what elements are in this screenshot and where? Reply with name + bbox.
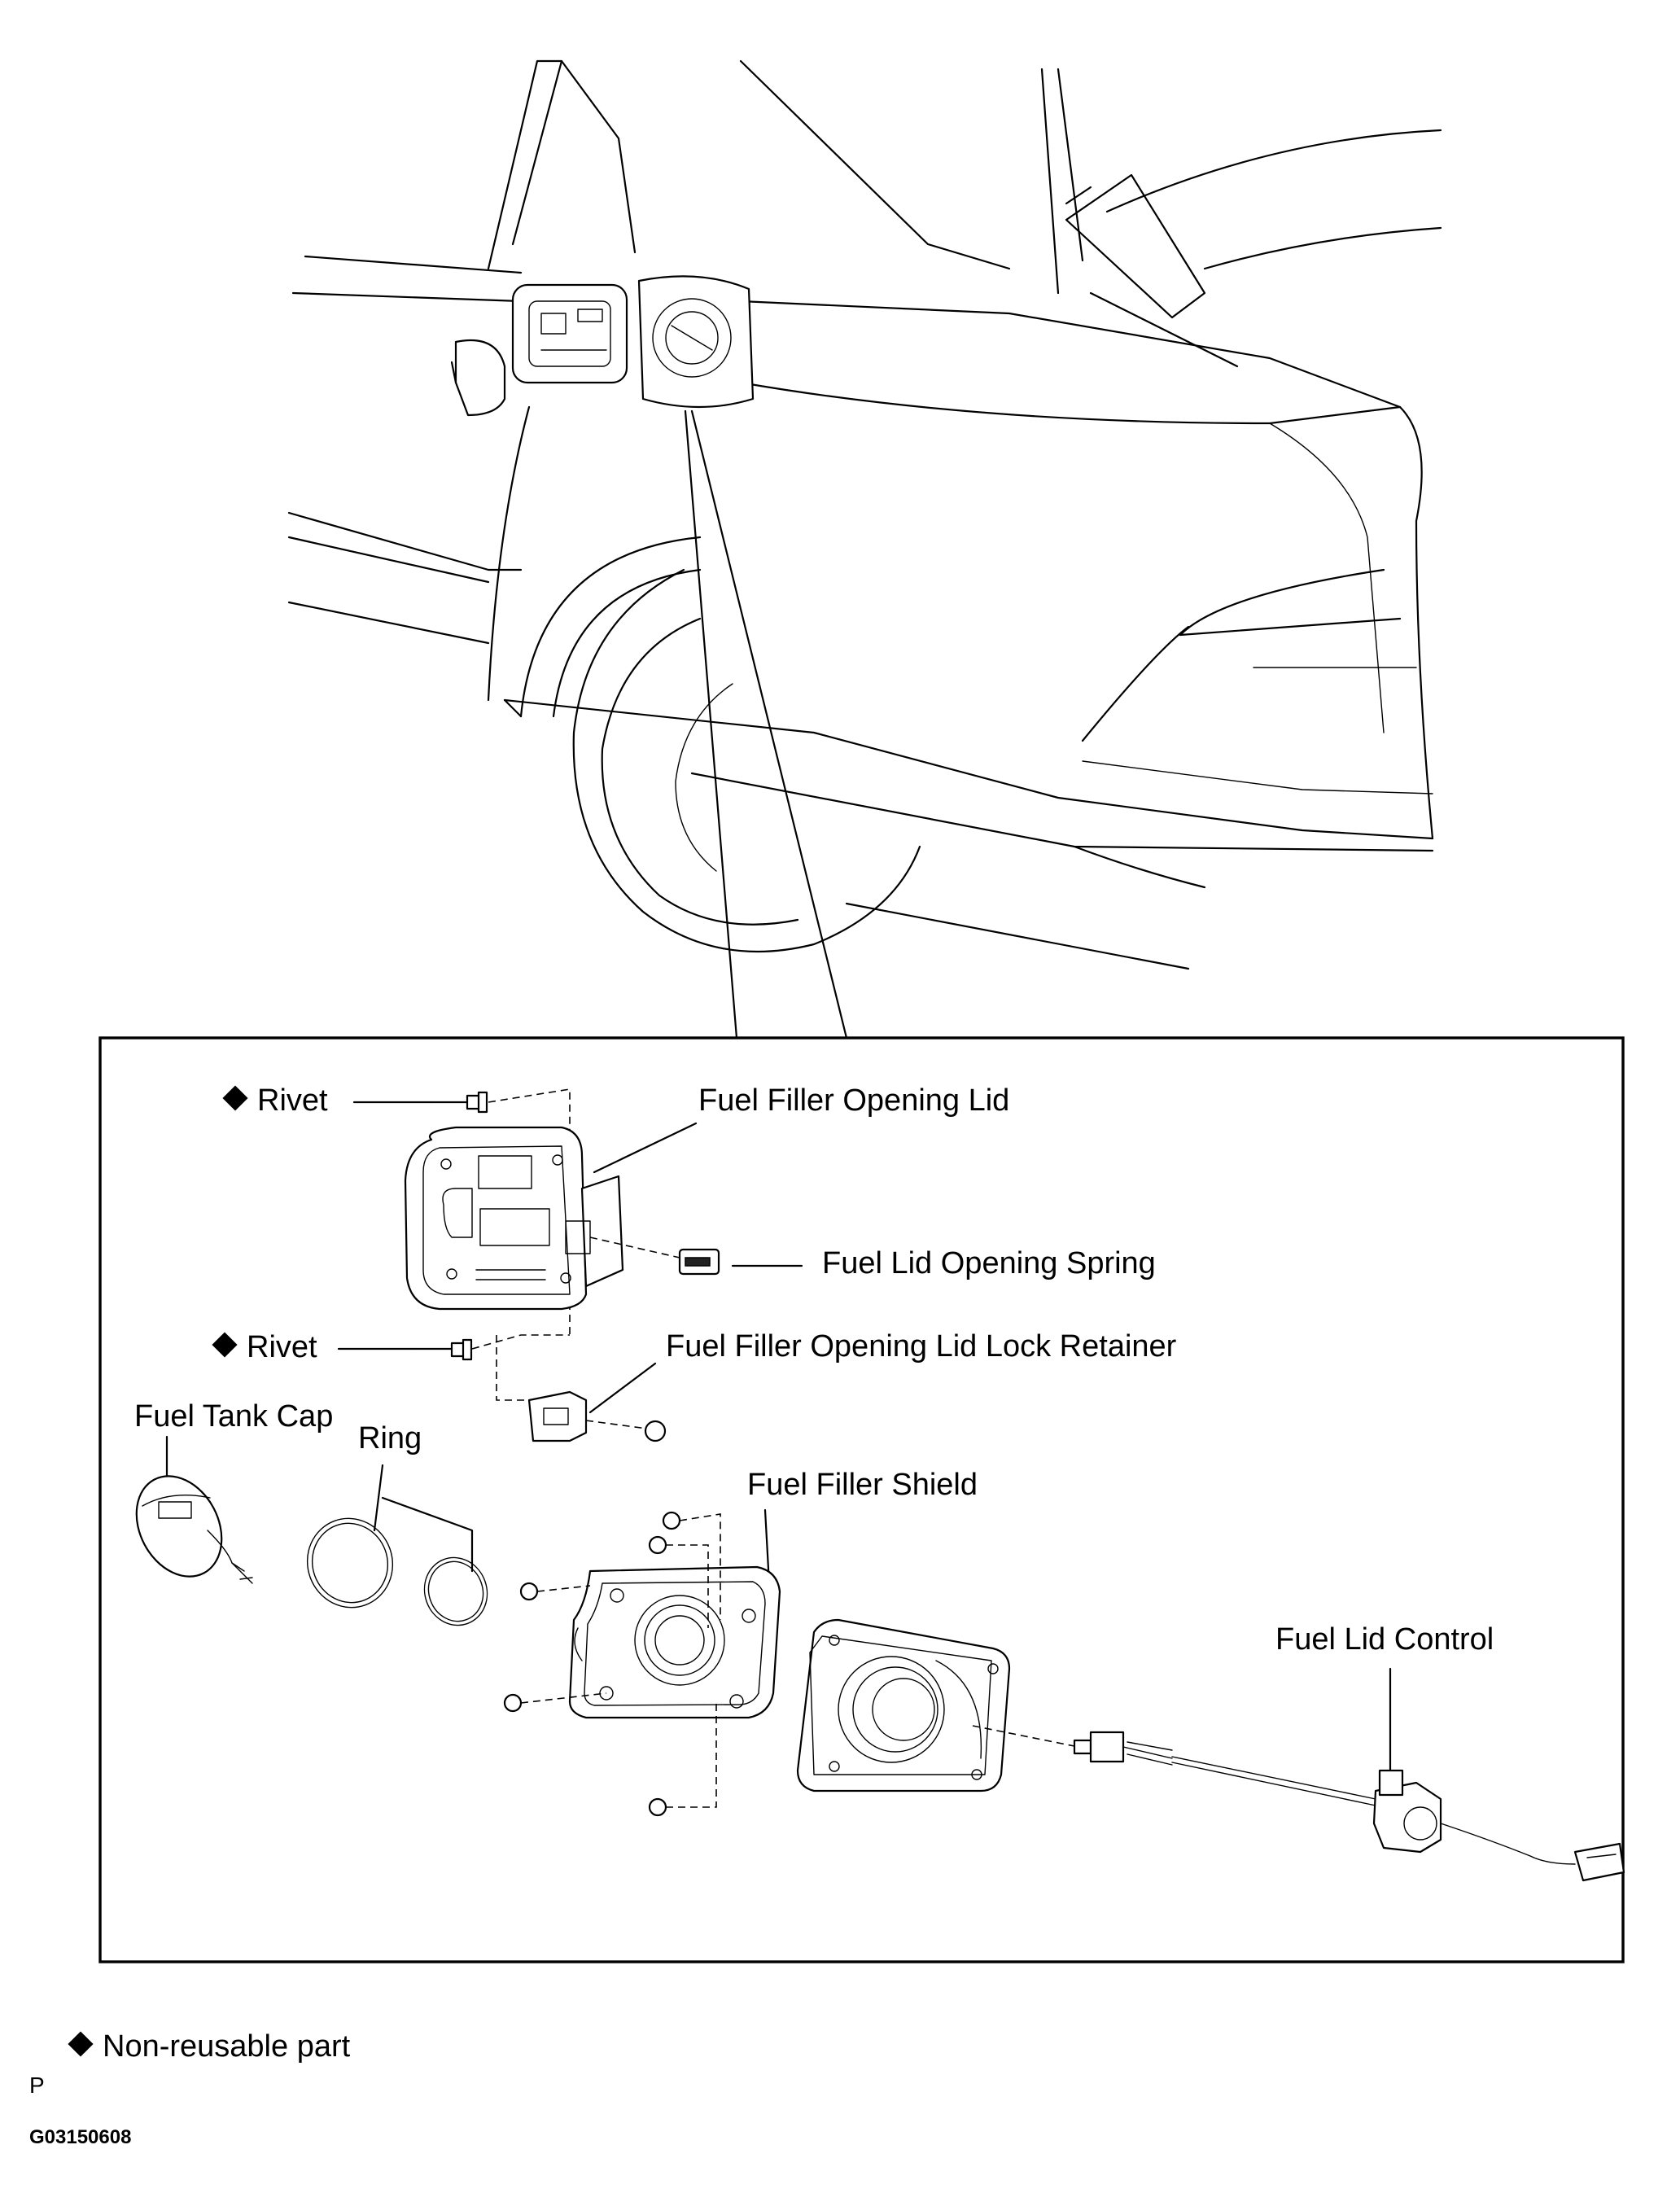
- rivet-bottom-text: Rivet: [247, 1330, 317, 1364]
- fuel-tank-cap-part: [135, 1475, 253, 1584]
- leader-lines: [165, 1101, 1392, 1772]
- fuel-lid-control-part: [1073, 1731, 1625, 1882]
- fuel-filler-opening-lid-lock-retainer-label: Fuel Filler Opening Lid Lock Retainer: [666, 1329, 1177, 1364]
- fuel-lid-opening-spring-part: [589, 1237, 720, 1276]
- fuel-filler-opening-lid-lock-retainer-part: [527, 1390, 667, 1442]
- diamond-icon: [212, 1332, 238, 1358]
- fuel-filler-shield-part: [568, 1565, 781, 1719]
- fuel-lid-control-label: Fuel Lid Control: [1275, 1622, 1494, 1657]
- detail-frame: [98, 1036, 1625, 1963]
- fuel-filler-shield-label: Fuel Filler Shield: [747, 1468, 978, 1502]
- rivet-bottom-label: Rivet: [212, 1329, 317, 1365]
- shield-screws: [503, 1511, 721, 1817]
- fuel-filler-opening-lid-label: Fuel Filler Opening Lid: [698, 1083, 1010, 1118]
- legend-text: Non-reusable part: [103, 2029, 351, 2064]
- fuel-filler-housing-part: [796, 1618, 1011, 1792]
- rivet-bottom-part: [413, 1338, 473, 1361]
- fuel-filler-opening-lid-part: [404, 1126, 624, 1311]
- rivet-top-part: [430, 1091, 488, 1114]
- diamond-icon: [68, 2031, 94, 2057]
- fuel-tank-cap-label: Fuel Tank Cap: [134, 1399, 334, 1434]
- car-rear-quarter-illustration: [287, 59, 1442, 1040]
- figure-code: G03150608: [29, 2126, 132, 2148]
- ring-parts: [306, 1517, 488, 1626]
- legend-non-reusable: Non-reusable part: [68, 2029, 351, 2064]
- rivet-top-text: Rivet: [257, 1083, 328, 1118]
- diamond-icon: [222, 1085, 248, 1111]
- rivet-top-label: Rivet: [222, 1083, 328, 1118]
- ring-label: Ring: [358, 1421, 422, 1455]
- fuel-lid-opening-spring-label: Fuel Lid Opening Spring: [822, 1246, 1156, 1280]
- footer-mark: P: [29, 2073, 45, 2098]
